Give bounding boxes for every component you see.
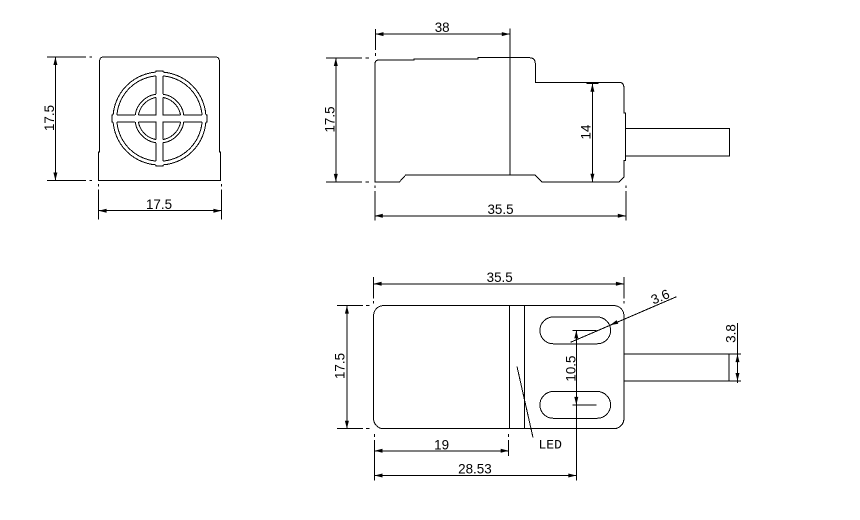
svg-text:28.53: 28.53 xyxy=(458,462,492,477)
svg-text:17.5: 17.5 xyxy=(333,353,348,379)
svg-text:3.6: 3.6 xyxy=(649,286,672,307)
svg-text:35.5: 35.5 xyxy=(487,270,513,285)
svg-text:3.8: 3.8 xyxy=(724,324,739,343)
svg-text:17.5: 17.5 xyxy=(42,105,57,131)
svg-text:17.5: 17.5 xyxy=(146,197,172,212)
svg-text:10.5: 10.5 xyxy=(563,356,578,382)
svg-text:38: 38 xyxy=(435,20,450,35)
svg-text:19: 19 xyxy=(434,437,449,452)
svg-text:35.5: 35.5 xyxy=(487,202,513,217)
svg-text:14: 14 xyxy=(578,124,593,139)
svg-text:17.5: 17.5 xyxy=(322,106,337,132)
svg-text:LED: LED xyxy=(539,438,563,453)
